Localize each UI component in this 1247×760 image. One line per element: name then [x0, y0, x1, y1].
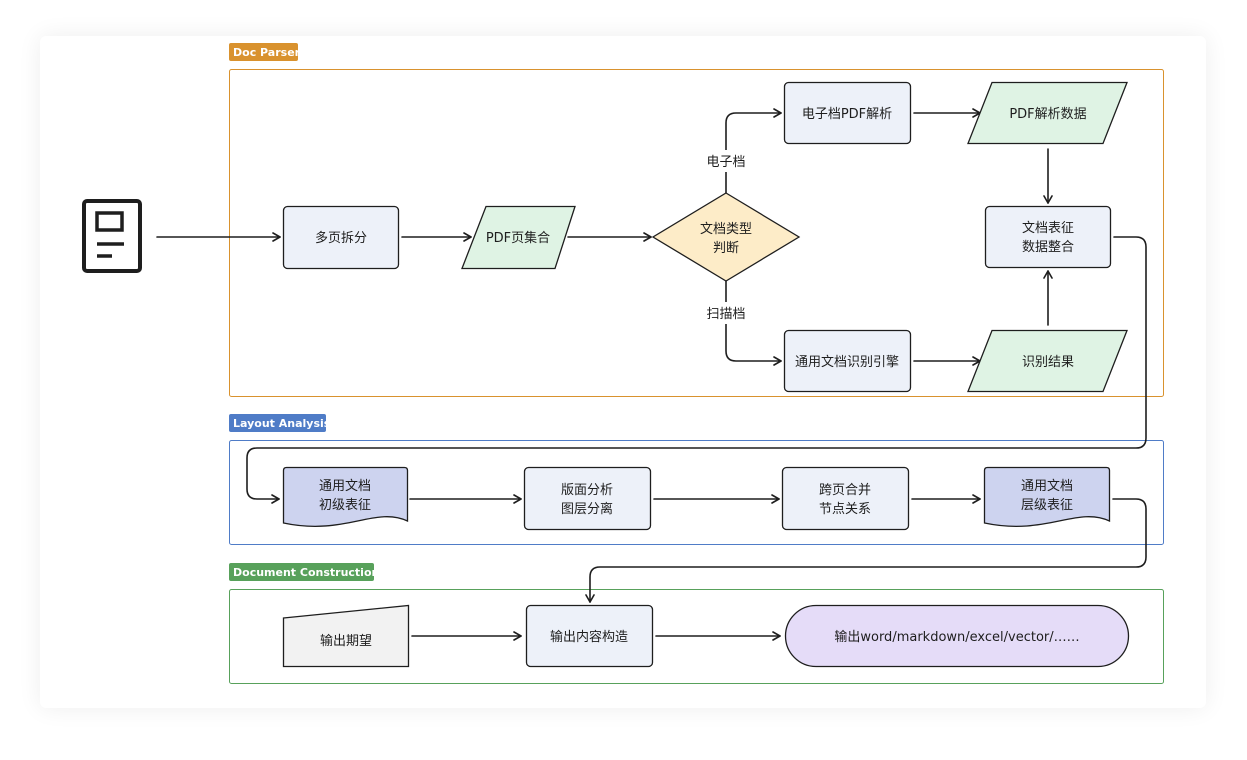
document-icon: [82, 199, 142, 273]
output-formats-label: 输出word/markdown/excel/vector/……: [834, 629, 1079, 645]
layout-analysis-frame: [229, 440, 1164, 545]
primary-repr-line1: 通用文档: [319, 479, 371, 494]
hier-repr-line2: 层级表征: [1021, 498, 1073, 513]
layout-layers-line2: 图层分离: [561, 501, 613, 517]
feature-merge-line1: 文档表征: [1022, 221, 1074, 236]
primary-repr-line2: 初级表征: [319, 498, 371, 513]
edge-merge-to-primary: [246, 236, 1147, 504]
hier-repr-node: 通用文档 层级表征: [983, 466, 1111, 527]
cross-page-line2: 节点关系: [819, 502, 871, 517]
primary-repr-node: 通用文档 初级表征: [282, 466, 409, 527]
edge-label-electronic: 电子档: [706, 155, 745, 170]
layout-analysis-badge: Layout Analysis: [229, 414, 331, 432]
doc-type-decision-line1: 文档类型: [700, 222, 752, 237]
output-build-label: 输出内容构造: [550, 629, 628, 645]
pdf-page-set-label: PDF页集合: [486, 230, 550, 246]
edge-judge-to-ocr: [725, 280, 782, 366]
output-expect-label: 输出期望: [320, 633, 372, 649]
ocr-result-label: 识别结果: [1022, 355, 1074, 370]
output-formats-node: 输出word/markdown/excel/vector/……: [784, 604, 1130, 668]
cross-page-node: 跨页合并 节点关系: [781, 466, 910, 531]
feature-merge-line2: 数据整合: [1022, 240, 1074, 255]
doc-parser-badge-bg: [229, 43, 298, 61]
document-construction-badge: Document Construction: [229, 563, 379, 581]
output-expect-node: 输出期望: [282, 604, 410, 668]
electronic-parse-label: 电子档PDF解析: [802, 107, 892, 122]
document-construction-badge-bg: [229, 563, 374, 581]
feature-merge-node: 文档表征 数据整合: [984, 205, 1112, 269]
cross-page-line1: 跨页合并: [819, 483, 871, 498]
doc-type-decision-node: 文档类型 判断: [651, 192, 801, 282]
layout-analysis-label: Layout Analysis: [233, 417, 331, 430]
split-pages-label: 多页拆分: [315, 230, 367, 246]
document-construction-frame: [229, 589, 1164, 684]
edge-hier-to-build: [585, 498, 1147, 603]
output-build-node: 输出内容构造: [525, 604, 654, 668]
doc-parser-label: Doc Parser: [233, 46, 301, 59]
ocr-engine-label: 通用文档识别引擎: [795, 355, 899, 370]
layout-layers-node: 版面分析 图层分离: [523, 466, 652, 531]
edge-label-electronic-bg: [700, 150, 752, 172]
ocr-result-node: 识别结果: [967, 329, 1128, 393]
doc-parser-badge: Doc Parser: [229, 43, 301, 61]
layout-layers-line1: 版面分析: [561, 483, 613, 498]
pdf-parse-data-node: PDF解析数据: [967, 81, 1128, 145]
layout-analysis-badge-bg: [229, 414, 326, 432]
doc-parser-frame: [229, 69, 1164, 397]
edge-label-scanned: 扫描档: [706, 307, 745, 322]
pdf-page-set-node: PDF页集合: [461, 205, 576, 270]
hier-repr-line1: 通用文档: [1021, 479, 1073, 494]
pdf-parse-data-label: PDF解析数据: [1009, 107, 1086, 122]
document-construction-label: Document Construction: [233, 566, 379, 579]
doc-type-decision-line2: 判断: [713, 241, 739, 256]
electronic-parse-node: 电子档PDF解析: [783, 81, 912, 145]
split-pages-node: 多页拆分: [282, 205, 400, 270]
edge-label-scanned-bg: [700, 302, 752, 324]
edge-judge-to-electronic: [725, 108, 782, 194]
ocr-engine-node: 通用文档识别引擎: [783, 329, 912, 393]
